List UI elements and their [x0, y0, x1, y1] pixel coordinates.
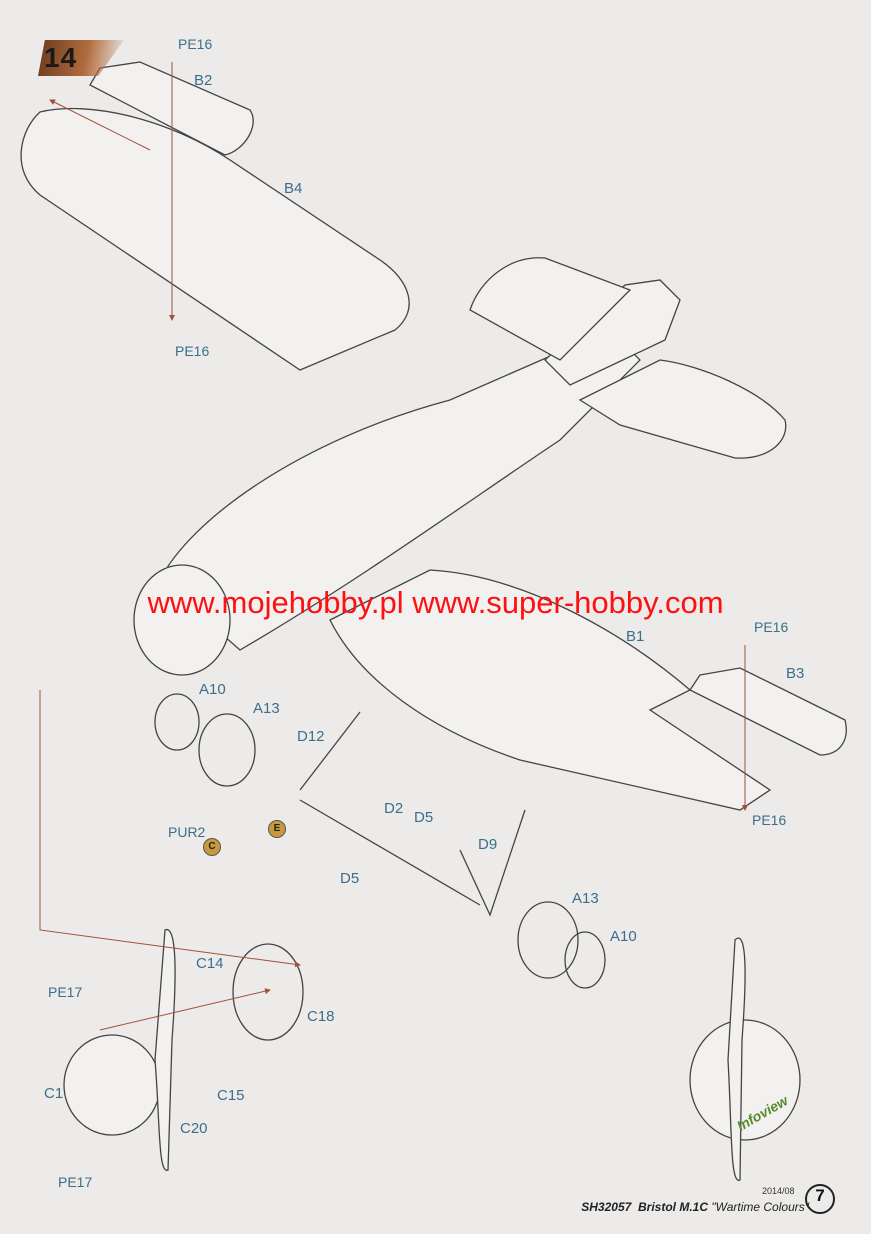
part-label-d12: D12	[297, 728, 325, 745]
part-label-a10: A10	[199, 681, 226, 698]
marker-c: C	[203, 838, 221, 856]
part-label-c20: C20	[180, 1120, 208, 1137]
part-label-pur2: PUR2	[168, 824, 206, 840]
fin-rudder	[544, 279, 681, 386]
part-label-d9: D9	[478, 836, 498, 853]
axle	[299, 799, 481, 906]
part-label-pe16: PE16	[752, 812, 787, 828]
footer-subtitle: "Wartime Colours"	[711, 1200, 809, 1214]
flywheel-c18	[232, 943, 304, 1041]
part-label-c18: C18	[307, 1008, 335, 1025]
footer-date: 2014/08	[762, 1186, 795, 1196]
wheel-a13-right	[517, 901, 579, 979]
step-number: 14	[44, 42, 78, 73]
part-label-d5: D5	[414, 809, 434, 826]
arrow	[39, 690, 301, 968]
part-label-pe16: PE16	[754, 619, 789, 635]
preview-spinner	[689, 1019, 801, 1141]
part-label-pe16: PE16	[178, 36, 213, 52]
arrow	[99, 988, 271, 1031]
part-label-b3: B3	[786, 665, 805, 682]
arrow	[49, 99, 151, 151]
cowling	[133, 564, 231, 676]
part-label-b4: B4	[284, 180, 303, 197]
wheel-a13-left	[198, 713, 256, 787]
propeller-c20	[154, 928, 176, 1171]
lower-wing-b1	[329, 569, 772, 811]
part-label-d5: D5	[340, 870, 360, 887]
part-label-c14: C14	[196, 955, 224, 972]
part-label-b2: B2	[194, 72, 213, 89]
part-label-a10: A10	[610, 928, 637, 945]
wheel-a10-right	[564, 931, 606, 989]
tailplane-right	[578, 359, 787, 459]
strut-d9	[459, 809, 526, 917]
footer-title: SH32057 Bristol M.1C "Wartime Colours"	[581, 1200, 809, 1214]
preview-propeller	[727, 937, 746, 1181]
wheel-hub-a10-left	[154, 693, 200, 751]
strut	[299, 711, 361, 791]
part-label-pe17: PE17	[58, 1174, 93, 1190]
part-label-b1: B1	[626, 628, 645, 645]
part-label-pe17: PE17	[48, 984, 83, 1000]
marker-e: E	[268, 820, 286, 838]
spinner-c1	[63, 1034, 161, 1136]
aileron-b3	[689, 667, 847, 756]
watermark-text: www.mojehobby.pl www.super-hobby.com	[147, 585, 724, 620]
footer-model: Bristol M.1C	[637, 1200, 708, 1214]
part-label-a13: A13	[253, 700, 280, 717]
footer-code: SH32057	[581, 1200, 632, 1214]
part-label-c1: C1	[44, 1085, 64, 1102]
part-label-c15: C15	[217, 1087, 245, 1104]
part-label-a13: A13	[572, 890, 599, 907]
page-number: 7	[805, 1184, 835, 1214]
tailplane-left	[469, 257, 632, 361]
part-label-pe16: PE16	[175, 343, 210, 359]
upper-wing-b4	[20, 107, 410, 371]
part-label-d2: D2	[384, 800, 404, 817]
